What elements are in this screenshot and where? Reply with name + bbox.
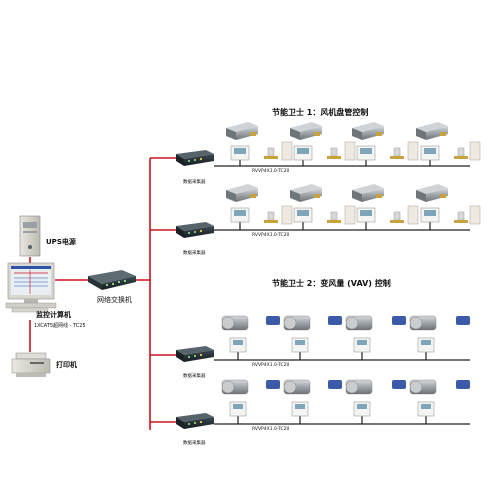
fan-coil-unit: [226, 122, 258, 140]
valve-actuator: [327, 211, 341, 223]
thermostat-panel: [293, 207, 313, 223]
controller-panel: [229, 337, 247, 353]
damper-actuator: [392, 316, 406, 325]
fan-coil-row-2: [226, 184, 481, 225]
valve-actuator: [264, 147, 278, 159]
thermostat-panel: [420, 207, 440, 223]
vav-box: [345, 315, 373, 331]
section1-title: 节能卫士 1：风机盘管控制: [272, 107, 368, 117]
thermostat-panel: [230, 207, 250, 223]
bus-label-3: RVVP4X1.0-TC20: [252, 362, 290, 368]
collector-label-1: 数据采集器: [183, 178, 206, 185]
vav-row-1: [221, 315, 470, 353]
thermostat-panel: [356, 207, 376, 223]
data-collector-3: [176, 346, 214, 362]
switch-panel: [344, 141, 356, 161]
fan-coil-unit: [416, 184, 448, 202]
damper-actuator: [328, 316, 342, 325]
switch-label: 网络交换机: [97, 295, 132, 304]
computer-label: 监控计算机: [36, 310, 71, 319]
ups-unit: [19, 215, 41, 257]
valve-actuator: [454, 147, 468, 159]
thermostat-panel: [293, 145, 313, 161]
data-collector-1: [176, 150, 214, 166]
valve-actuator: [390, 147, 404, 159]
fan-coil-unit: [416, 122, 448, 140]
section2-title: 节能卫士 2：变风量 (VAV) 控制: [272, 278, 391, 288]
switch-panel: [469, 141, 481, 161]
vav-box: [409, 315, 437, 331]
vav-box: [283, 315, 311, 331]
controller-panel: [291, 401, 309, 417]
bus-lines: [214, 156, 470, 425]
printer: [11, 352, 51, 377]
network-switch: [88, 270, 136, 290]
data-collector-4: [176, 413, 214, 429]
damper-actuator: [456, 316, 470, 325]
bus-label-2: RVVP4X1.0-TC20: [252, 232, 290, 238]
damper-actuator: [266, 380, 280, 389]
bus-label-4: RVVP4X1.0-TC20: [252, 426, 290, 432]
valve-actuator: [264, 211, 278, 223]
controller-panel: [417, 401, 435, 417]
printer-label: 打印机: [56, 360, 77, 369]
vav-box: [345, 379, 373, 395]
valve-actuator: [327, 147, 341, 159]
monitoring-computer: [5, 262, 57, 313]
collector-label-4: 数据采集器: [183, 439, 206, 446]
damper-actuator: [392, 380, 406, 389]
vav-box: [283, 379, 311, 395]
ups-label: UPS电源: [46, 237, 76, 246]
damper-actuator: [266, 316, 280, 325]
controller-panel: [353, 337, 371, 353]
cable-label: 1XCAT5超网线 - TC25: [34, 322, 86, 329]
collector-label-3: 数据采集器: [183, 372, 206, 379]
fan-coil-unit: [352, 122, 384, 140]
controller-panel: [291, 337, 309, 353]
switch-panel: [344, 205, 356, 225]
thermostat-panel: [356, 145, 376, 161]
switch-panel: [281, 141, 293, 161]
thermostat-panel: [420, 145, 440, 161]
vav-box: [221, 315, 249, 331]
controller-panel: [417, 337, 435, 353]
vav-box: [221, 379, 249, 395]
damper-actuator: [456, 380, 470, 389]
bus-label-1: RVVP4X1.0-TC20: [252, 168, 290, 174]
switch-panel: [469, 205, 481, 225]
switch-panel: [281, 205, 293, 225]
switch-panel: [407, 205, 419, 225]
valve-actuator: [390, 211, 404, 223]
fan-coil-unit: [290, 184, 322, 202]
vav-row-2: [221, 379, 470, 417]
thermostat-panel: [230, 145, 250, 161]
vav-box: [409, 379, 437, 395]
fan-coil-unit: [352, 184, 384, 202]
data-collector-2: [176, 222, 214, 238]
switch-panel: [407, 141, 419, 161]
valve-actuator: [454, 211, 468, 223]
fan-coil-unit: [290, 122, 322, 140]
controller-panel: [353, 401, 371, 417]
fan-coil-unit: [226, 184, 258, 202]
damper-actuator: [328, 380, 342, 389]
collector-label-2: 数据采集器: [183, 249, 206, 256]
fan-coil-row-1: [226, 122, 481, 161]
controller-panel: [229, 401, 247, 417]
